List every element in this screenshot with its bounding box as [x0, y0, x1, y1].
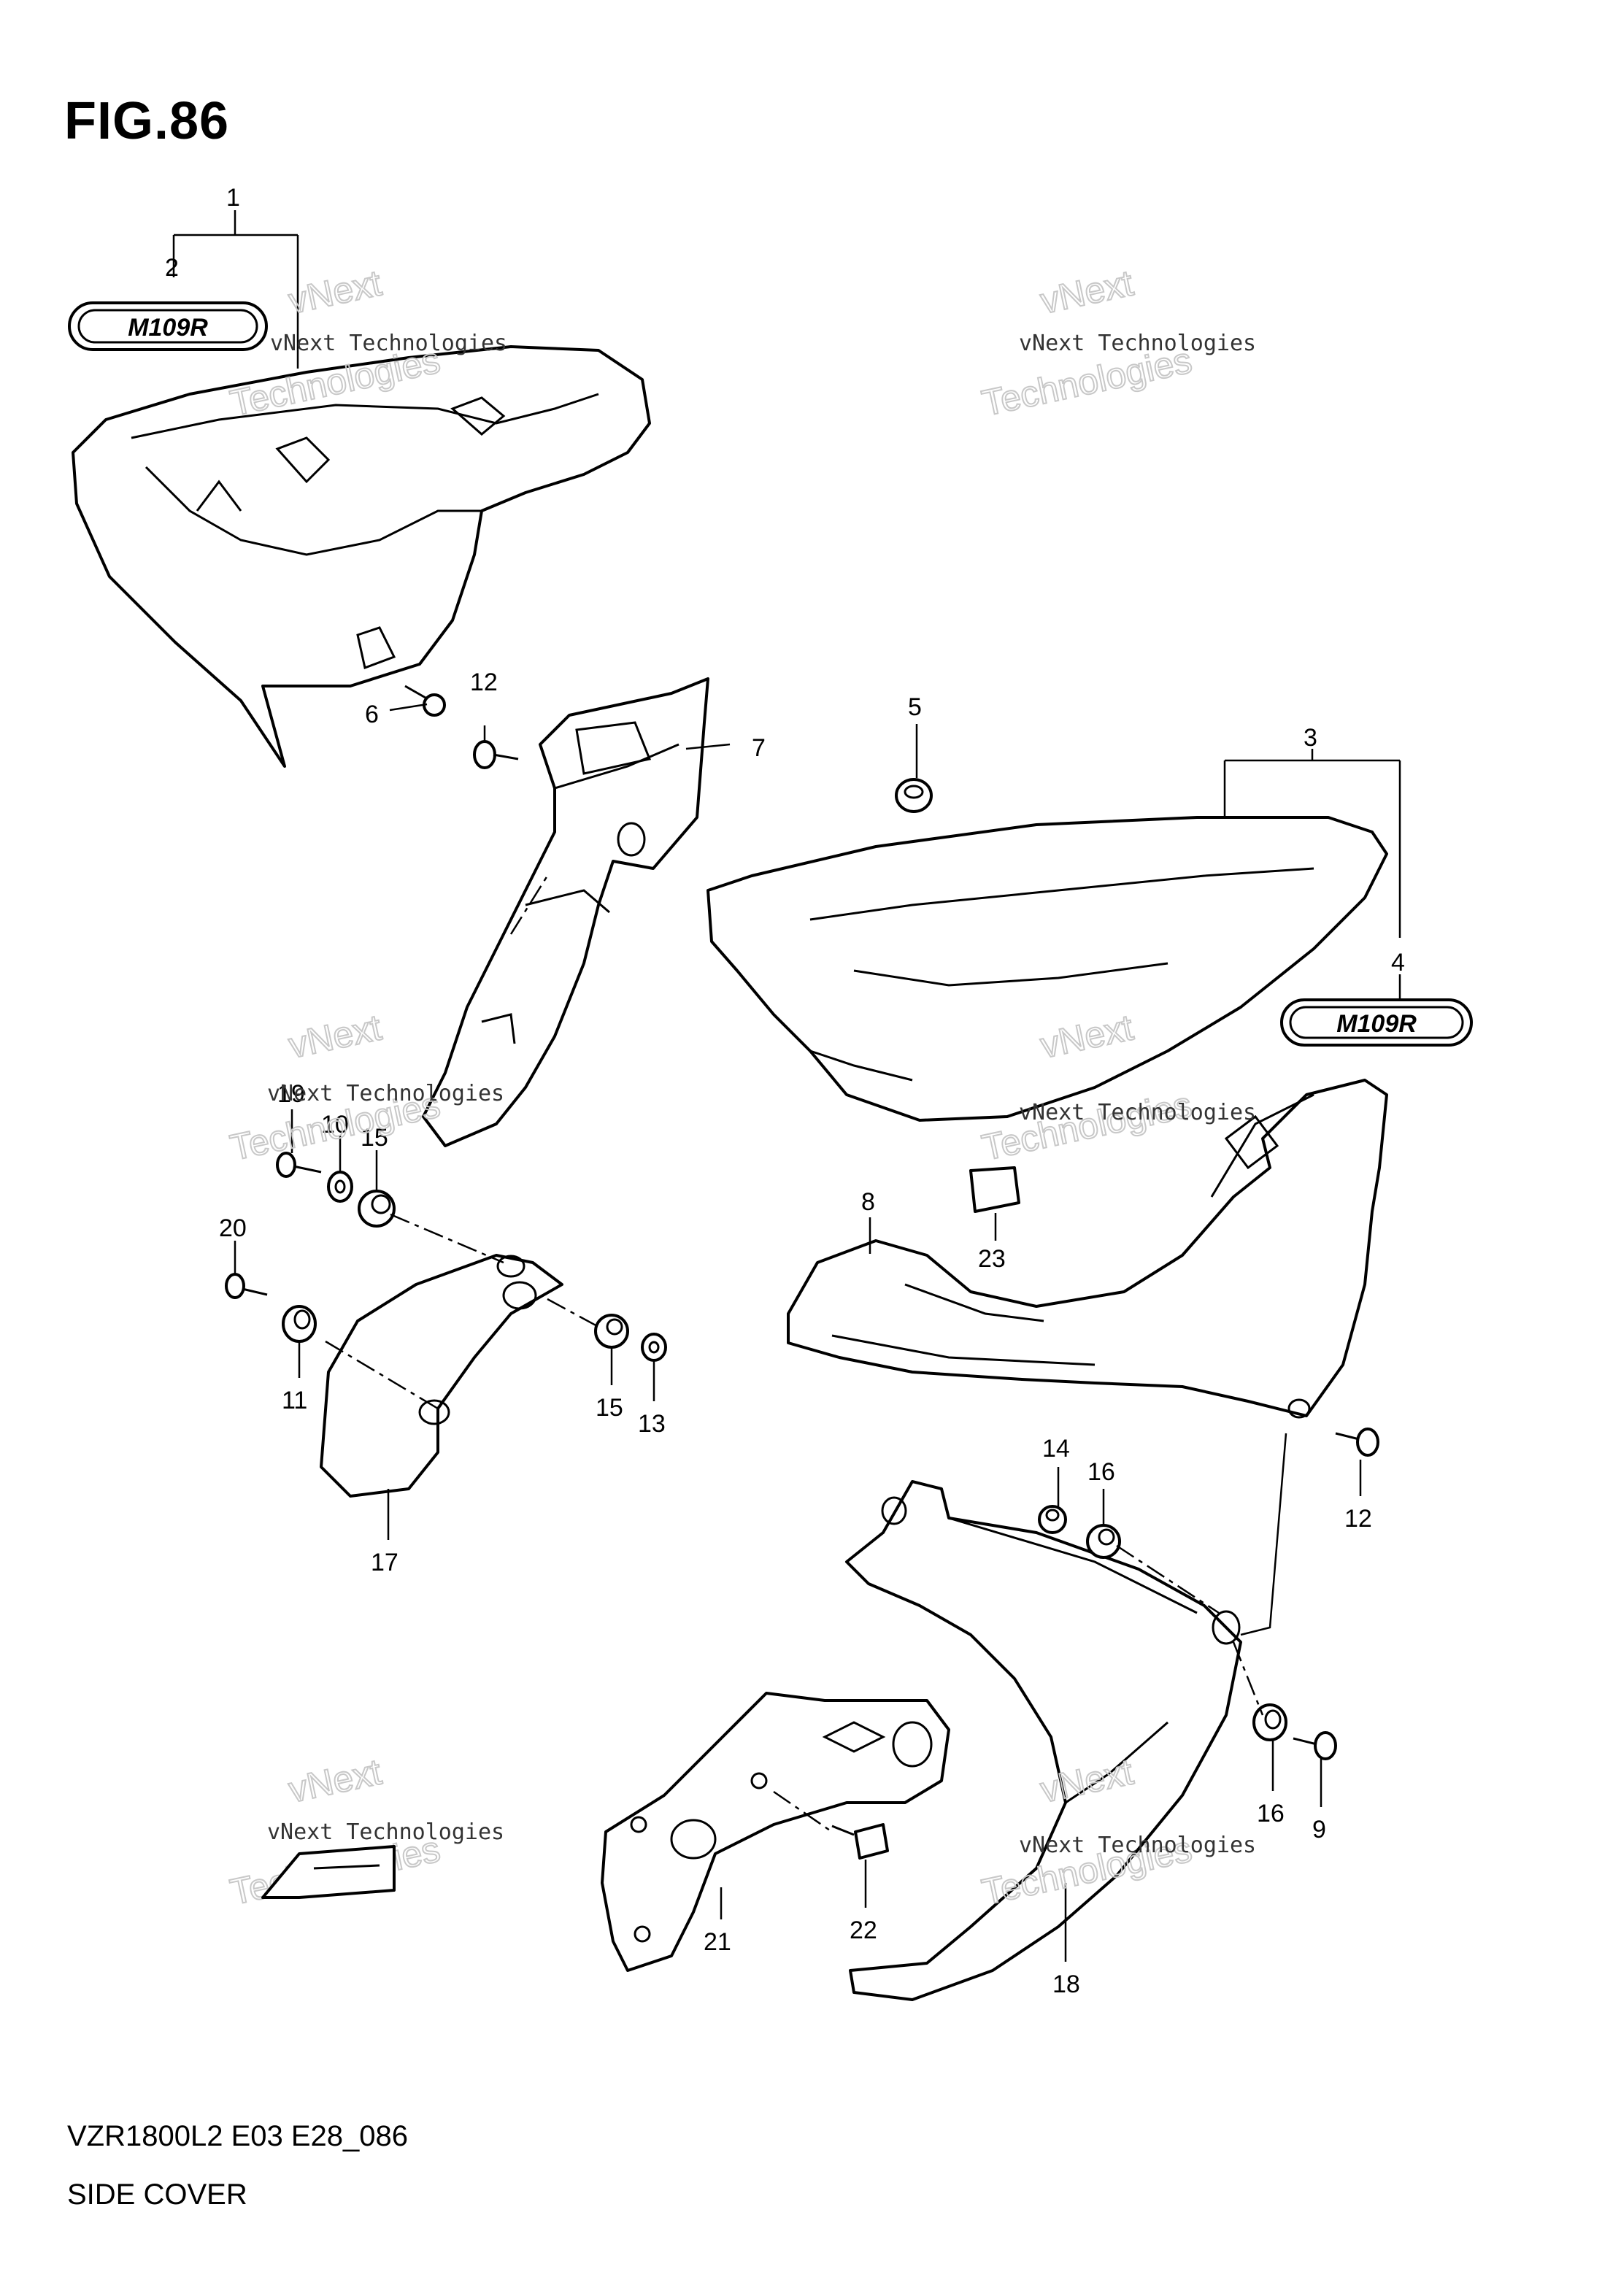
right-side-cover	[706, 816, 1388, 1122]
callout-17: 17	[371, 1549, 398, 1576]
callout-4: 4	[1391, 949, 1405, 976]
collar-13	[641, 1333, 667, 1362]
bolt-12-top	[473, 740, 519, 769]
bolt-20	[225, 1273, 268, 1299]
callout-11: 11	[282, 1387, 307, 1414]
watermark-top-right: vNext Technologies vNext Technologies	[978, 261, 1256, 424]
bolt-19	[276, 1152, 322, 1178]
grommet-16-upper	[1086, 1524, 1121, 1559]
plate-bracket	[601, 1692, 950, 1972]
svg-text:vNext: vNext	[1037, 262, 1137, 321]
right-bracket	[787, 1079, 1388, 1419]
callout-8: 8	[861, 1188, 875, 1216]
left-bracket	[422, 677, 709, 1147]
callout-1: 1	[226, 184, 240, 212]
grommet-5	[895, 778, 933, 813]
svg-text:vNext: vNext	[285, 1006, 385, 1066]
svg-text:vNext Technologies: vNext Technologies	[270, 331, 507, 356]
callout-15a: 15	[361, 1124, 388, 1152]
badge-left: M109R	[68, 301, 268, 351]
callout-3: 3	[1304, 724, 1317, 752]
grommet-11	[282, 1305, 317, 1343]
grommet-15-upper	[358, 1190, 396, 1228]
grommet-15-lower	[594, 1314, 629, 1349]
callout-20: 20	[219, 1214, 247, 1242]
leader-lines	[172, 210, 1401, 1962]
callout-5: 5	[908, 693, 922, 721]
bolt-12-right	[1335, 1428, 1379, 1457]
badge-right: M109R	[1280, 998, 1473, 1047]
collar-14	[1038, 1505, 1067, 1534]
callout-2: 2	[165, 254, 179, 282]
svg-text:vNext Technologies: vNext Technologies	[267, 1819, 504, 1845]
callout-13: 13	[638, 1410, 666, 1438]
callout-9: 9	[1312, 1816, 1326, 1844]
callout-23: 23	[978, 1245, 1006, 1273]
callout-7: 7	[752, 734, 766, 762]
bolt-9	[1293, 1731, 1337, 1760]
callout-18: 18	[1052, 1971, 1080, 1998]
callout-16a: 16	[1087, 1458, 1115, 1486]
svg-text:vNext: vNext	[285, 1751, 385, 1810]
left-side-cover	[72, 345, 651, 768]
badge-right-text: M109R	[1336, 1010, 1417, 1038]
callout-22: 22	[850, 1916, 877, 1944]
callout-12b: 12	[1344, 1505, 1372, 1533]
callout-numbers: 1 2 3 4 5 6 7 8 9 10 11 12 12 13 14 15 1…	[165, 184, 1405, 1998]
figure-title: FIG.86	[64, 92, 230, 150]
grommet-16-lower	[1252, 1703, 1287, 1741]
callout-19: 19	[277, 1080, 305, 1108]
watermark-bottom-right: vNext Technologies vNext Technologies	[978, 1750, 1256, 1913]
svg-text:vNext: vNext	[285, 262, 385, 321]
callout-16b: 16	[1257, 1800, 1285, 1827]
washer-10	[327, 1171, 353, 1203]
screw-6	[404, 685, 446, 717]
callout-15b: 15	[596, 1394, 623, 1422]
left-lower-cover	[320, 1254, 563, 1498]
badge-left-text: M109R	[128, 314, 208, 342]
callout-6: 6	[365, 701, 379, 728]
bolt-22	[831, 1823, 889, 1860]
callout-12a: 12	[470, 669, 498, 696]
clip-23	[969, 1166, 1020, 1213]
rear-bracket	[845, 1480, 1242, 2001]
callout-14: 14	[1042, 1435, 1070, 1463]
svg-text:vNext Technologies: vNext Technologies	[1019, 331, 1256, 356]
svg-text:vNext Technologies: vNext Technologies	[1019, 1833, 1256, 1858]
svg-text:vNext Technologies: vNext Technologies	[267, 1081, 504, 1106]
forward-arrow-icon	[261, 1845, 396, 1899]
callout-10: 10	[321, 1111, 349, 1139]
svg-text:vNext Technologies: vNext Technologies	[1019, 1100, 1256, 1125]
model-code: VZR1800L2 E03 E28_086	[67, 2120, 409, 2152]
section-name: SIDE COVER	[67, 2178, 247, 2211]
callout-21: 21	[704, 1928, 731, 1956]
